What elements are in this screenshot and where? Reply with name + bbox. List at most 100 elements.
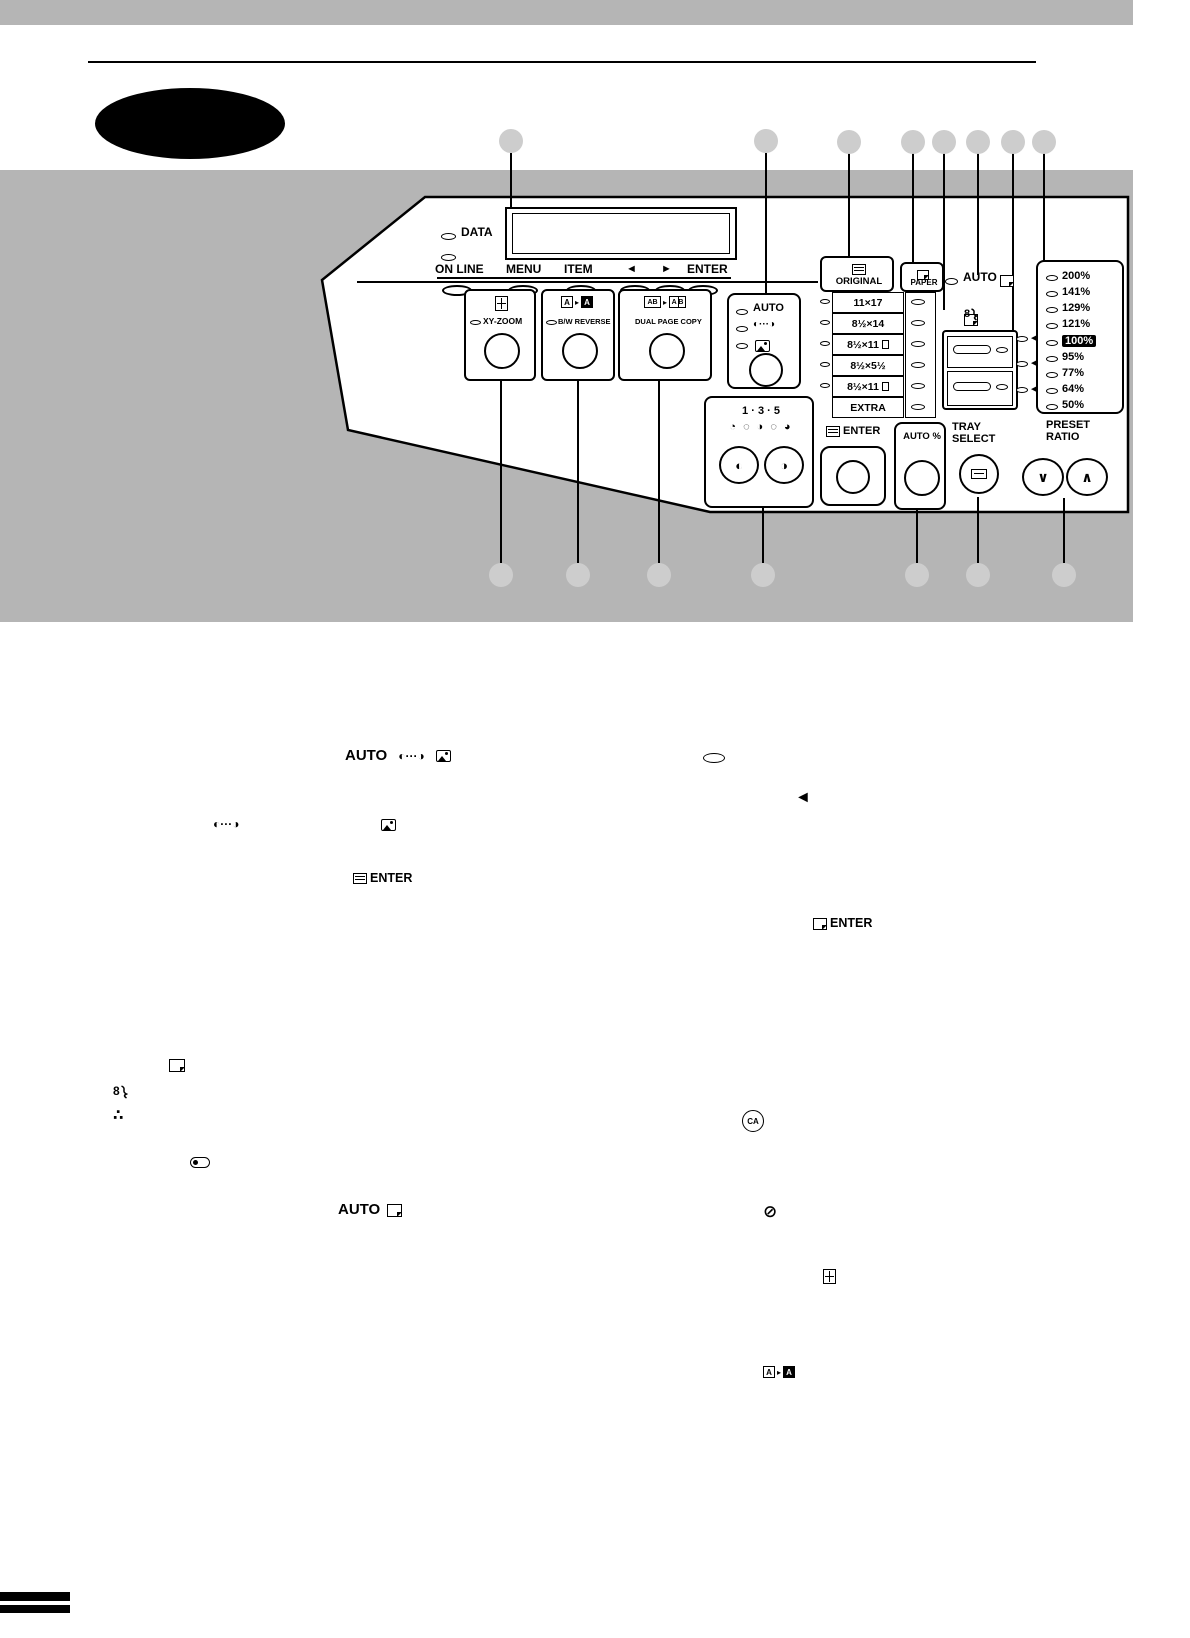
size-text: 8½×11 [847,380,879,393]
header-rule [88,61,1036,63]
ratio-label: 77% [1062,367,1085,379]
data-label: DATA [461,225,493,239]
original-enter-row: ENTER [826,425,880,437]
size-text: EXTRA [850,401,886,414]
size-row-label: 8½×14 [832,313,904,334]
clear-all-icon: CA [742,1110,764,1132]
ratio-indicator [1046,404,1058,410]
exposure-scale-title: 1 · 3 · 5 [742,405,780,417]
scroll-right-icon: ► [661,263,672,275]
auto-paper-inline: AUTO [338,1201,403,1219]
lighten-button[interactable]: ◐ [719,446,759,484]
letter-a-outline-icon: A [763,1366,775,1378]
preset-ratio-box: 200% 141% 129% 121% 100% 95% 77% 64% 50% [1036,260,1124,414]
arrow-icon: ▸ [777,1367,782,1377]
original-enter-button[interactable] [836,460,870,494]
letter-a-outline-icon: A [561,296,573,308]
auto-ratio-area: AUTO % [894,422,946,510]
footer-bar [0,1605,70,1613]
callout-line [500,381,502,563]
dual-page-copy-box: AB ▸ A B DUAL PAGE COPY [618,289,712,381]
original-book-icon [852,264,866,275]
ratio-label: 95% [1062,351,1085,363]
tray-select-button[interactable] [959,454,999,494]
original-size-indicator [820,362,830,367]
dual-page-copy-button[interactable] [649,333,685,369]
paper-required-icon [169,1059,186,1072]
callout-circle [754,129,778,153]
photo-exposure-icon [380,819,396,831]
display-unit: DATA ON LINE MENU ITEM ◄ ► ENTER [430,200,742,300]
bw-reverse-inline-icon: A ▸ A [763,1366,796,1378]
paper-page-icon [813,917,827,930]
bw-reverse-label: B/W REVERSE [558,317,611,326]
original-enter-label: ENTER [843,425,881,437]
paper-header: PAPER [900,262,944,292]
tray-unit [942,330,1018,410]
callout-circle [566,563,590,587]
tray-select-line2: SELECT [952,433,996,446]
xy-zoom-button[interactable] [484,333,520,369]
enter-word: ENTER [830,916,873,930]
misfeed-icon: 8 [964,308,979,321]
paper-size-indicator [911,320,925,326]
callout-line [977,153,979,275]
photo-exposure-icon [755,340,770,352]
tray-arrow-icon: ◄ [1029,358,1039,369]
bw-reverse-button[interactable] [562,333,598,369]
letter-a-inverted-icon: A [581,296,594,308]
original-size-indicator [820,320,830,325]
ratio-indicator [1046,388,1058,394]
paper-page-icon [387,1203,403,1217]
size-text: 11×17 [853,296,883,309]
photo-exposure-indicator [736,343,748,349]
ratio-indicator [1046,356,1058,362]
exposure-mode-button[interactable] [749,353,783,387]
tray-pointer-indicator [1016,387,1028,393]
callout-line [916,510,918,563]
selected-ratio-text: 100% [1062,335,1097,347]
ratio-indicator [1046,340,1058,346]
size-row-label: EXTRA [832,397,904,418]
auto-paper-label: AUTO [963,270,997,284]
tray-1-indicator [996,347,1008,353]
tray-2-slot [953,382,991,391]
callout-line [977,497,979,563]
exposure-level-box: 1 · 3 · 5 ◔ ◌ ◑ ◌ ◕ ◐ ◑ [704,396,814,508]
panel-separator-line [357,281,818,283]
exposure-scale-icons: ◔ ◌ ◑ ◌ ◕ [729,421,793,433]
ratio-label: 200% [1062,270,1091,282]
auto-ratio-button[interactable] [904,460,940,496]
letter-a-inverted-icon: A [783,1366,796,1378]
callout-line [658,381,660,563]
preset-ratio-label: PRESET RATIO [1046,419,1090,443]
tray-pointer-indicator [1016,361,1028,367]
size-row-label: 11×17 [832,292,904,313]
original-size-indicator [820,299,830,304]
interrupt-icon: ⊘ [763,1202,778,1221]
tray-2 [947,371,1013,406]
callout-line [765,153,767,293]
size-text: 8½×5½ [850,359,886,372]
arrow-icon: ▸ [663,297,668,307]
chapter-badge [95,88,285,159]
paper-size-indicator [911,341,925,347]
lcd-display [505,207,737,260]
callout-line [912,153,914,262]
auto-exposure-inline: AUTO ◐···◑ [345,747,451,765]
key-row-underline [437,277,731,279]
callout-line [510,153,512,207]
callout-circle [837,130,861,154]
enter-label: ENTER [687,262,728,276]
zoom-down-button[interactable]: ∨ [1022,458,1064,496]
ab-split-page-icon: A B [669,296,687,308]
zoom-up-button[interactable]: ∧ [1066,458,1108,496]
misfeed-squiggle [971,308,979,321]
auto-paper-word: AUTO [338,1201,381,1218]
darken-button[interactable]: ◑ [764,446,804,484]
top-banner [0,0,1133,25]
original-enter-inline: ENTER [353,871,412,886]
callout-line [943,153,945,310]
original-book-icon [826,425,840,437]
paper-label: PAPER [910,278,938,287]
